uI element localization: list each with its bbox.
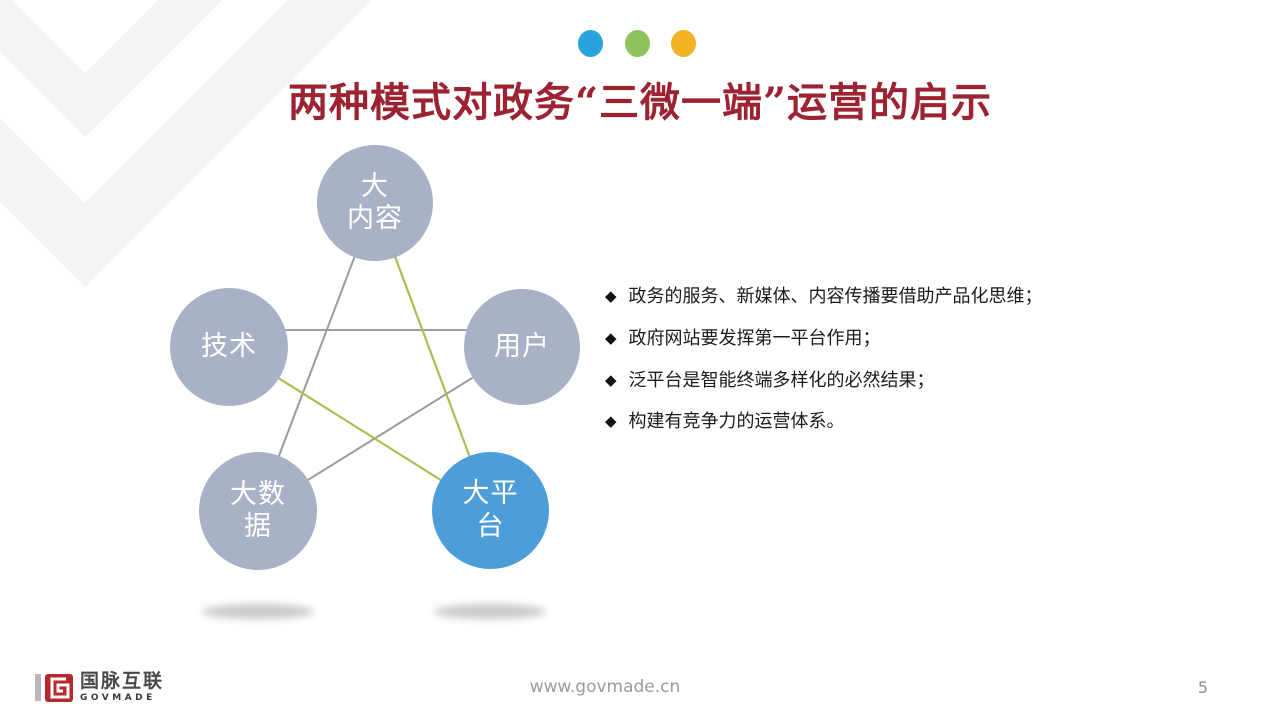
logo-cn-text: 国脉互联 [80, 670, 165, 692]
orange-dot-icon [671, 30, 696, 57]
bullet-item: ◆ 政府网站要发挥第一平台作用； [605, 328, 1185, 350]
title-accent-dots [578, 30, 703, 58]
node-big-content-label: 大 内容 [347, 170, 403, 234]
node-users-label: 用户 [494, 330, 550, 362]
shadow-big-platform [434, 604, 546, 619]
bullet-text: 政务的服务、新媒体、内容传播要借助产品化思维； [628, 286, 1043, 307]
bullet-text: 政府网站要发挥第一平台作用； [628, 327, 881, 349]
bullet-item: ◆ 政务的服务、新媒体、内容传播要借助产品化思维； [605, 286, 1185, 308]
diamond-bullet-icon: ◆ [605, 328, 617, 347]
node-big-data-label: 大数 据 [230, 478, 286, 542]
node-technology: 技术 [170, 288, 288, 406]
node-big-content: 大 内容 [317, 145, 433, 261]
blue-dot-icon [578, 30, 603, 57]
footer-url: www.govmade.cn [529, 677, 681, 697]
node-big-platform-label: 大平 台 [462, 478, 519, 542]
page-number: 5 [1197, 678, 1208, 697]
diamond-bullet-icon: ◆ [605, 412, 617, 431]
node-big-platform: 大平 台 [432, 452, 549, 569]
insights-bullet-list: ◆ 政务的服务、新媒体、内容传播要借助产品化思维； ◆ 政府网站要发挥第一平台作… [605, 286, 1185, 453]
govmade-logo: 国脉互联 GOVMADE [35, 672, 164, 703]
node-big-data: 大数 据 [199, 452, 317, 570]
diamond-bullet-icon: ◆ [605, 370, 617, 389]
shadow-big-data [202, 604, 314, 619]
node-technology-label: 技术 [201, 330, 257, 362]
bullet-item: ◆ 构建有竞争力的运营体系。 [605, 411, 1185, 433]
bullet-text: 泛平台是智能终端多样化的必然结果； [628, 369, 935, 391]
logo-gray-bar [35, 674, 41, 701]
slide-title: 两种模式对政务“三微一端”运营的启示 [287, 79, 992, 126]
logo-text-block: 国脉互联 GOVMADE [80, 672, 164, 703]
node-users: 用户 [464, 289, 580, 405]
bullet-text: 构建有竞争力的运营体系。 [628, 411, 845, 433]
green-dot-icon [625, 30, 650, 57]
diamond-bullet-icon: ◆ [605, 287, 617, 305]
govmade-logo-icon [45, 673, 73, 702]
logo-en-text: GOVMADE [80, 693, 156, 703]
bullet-item: ◆ 泛平台是智能终端多样化的必然结果； [605, 370, 1185, 392]
